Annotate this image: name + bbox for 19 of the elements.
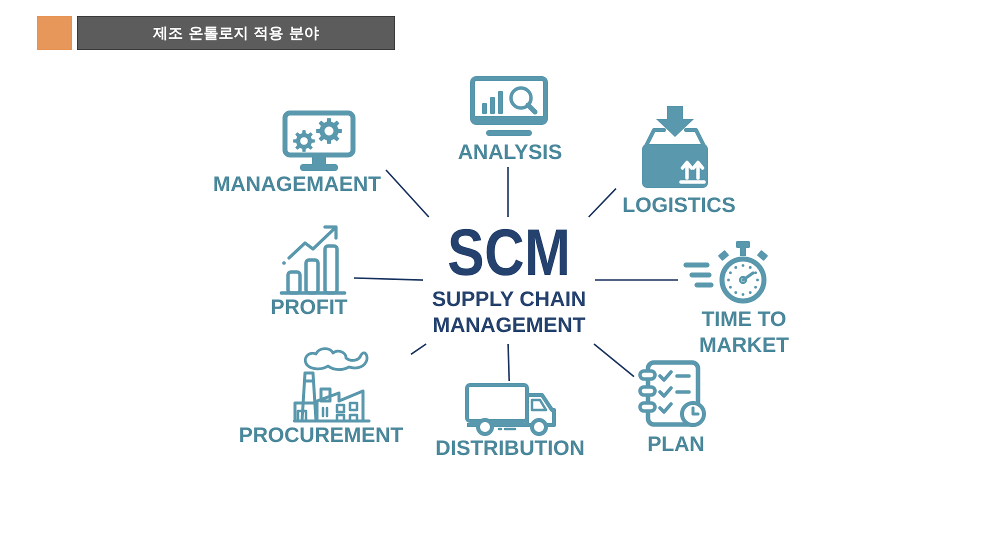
- connector-line: [594, 343, 634, 378]
- connector-line: [410, 343, 427, 355]
- node-label: MANAGEMAENT: [213, 173, 381, 197]
- node-label: PROCUREMENT: [238, 424, 404, 448]
- connector-line: [354, 277, 424, 281]
- connector-line: [595, 279, 678, 281]
- node-label: LOGISTICS: [622, 194, 736, 218]
- node-label: PLAN: [647, 433, 705, 457]
- connector-line: [385, 169, 430, 218]
- hub-subheading: SUPPLY CHAIN MANAGEMENT: [430, 287, 588, 339]
- connector-line: [588, 188, 617, 218]
- hub-heading: SCM: [447, 219, 571, 285]
- node-label: TIME TO MARKET: [698, 307, 790, 359]
- node-label: ANALYSIS: [458, 141, 562, 165]
- title-bar: 제조 온톨로지 적용 분야: [77, 16, 395, 50]
- node-label: DISTRIBUTION: [435, 437, 585, 461]
- connector-line: [507, 344, 510, 382]
- connector-line: [507, 167, 509, 217]
- node-label: PROFIT: [270, 296, 348, 320]
